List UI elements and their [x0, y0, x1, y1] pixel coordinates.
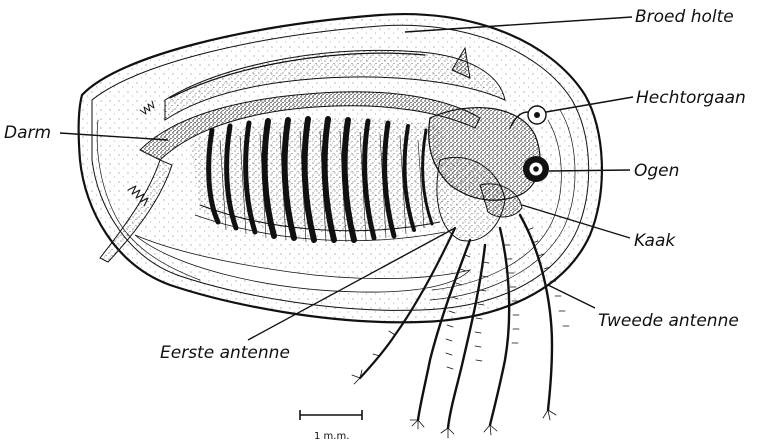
label-kaak: Kaak — [634, 231, 676, 251]
scale-bar: 1 m.m. — [300, 410, 362, 442]
leader-ogen — [549, 170, 630, 171]
eye — [523, 156, 549, 182]
label-hechtorgaan: Hechtorgaan — [636, 88, 746, 108]
scale-bar-label: 1 m.m. — [314, 431, 349, 442]
label-darm: Darm — [4, 123, 51, 143]
label-broed-holte: Broed holte — [635, 7, 734, 27]
label-tweede-antenne: Tweede antenne — [598, 311, 739, 331]
label-ogen: Ogen — [634, 161, 679, 181]
leader-tweede-antenne — [548, 285, 595, 308]
label-eerste-antenne: Eerste antenne — [160, 343, 290, 363]
